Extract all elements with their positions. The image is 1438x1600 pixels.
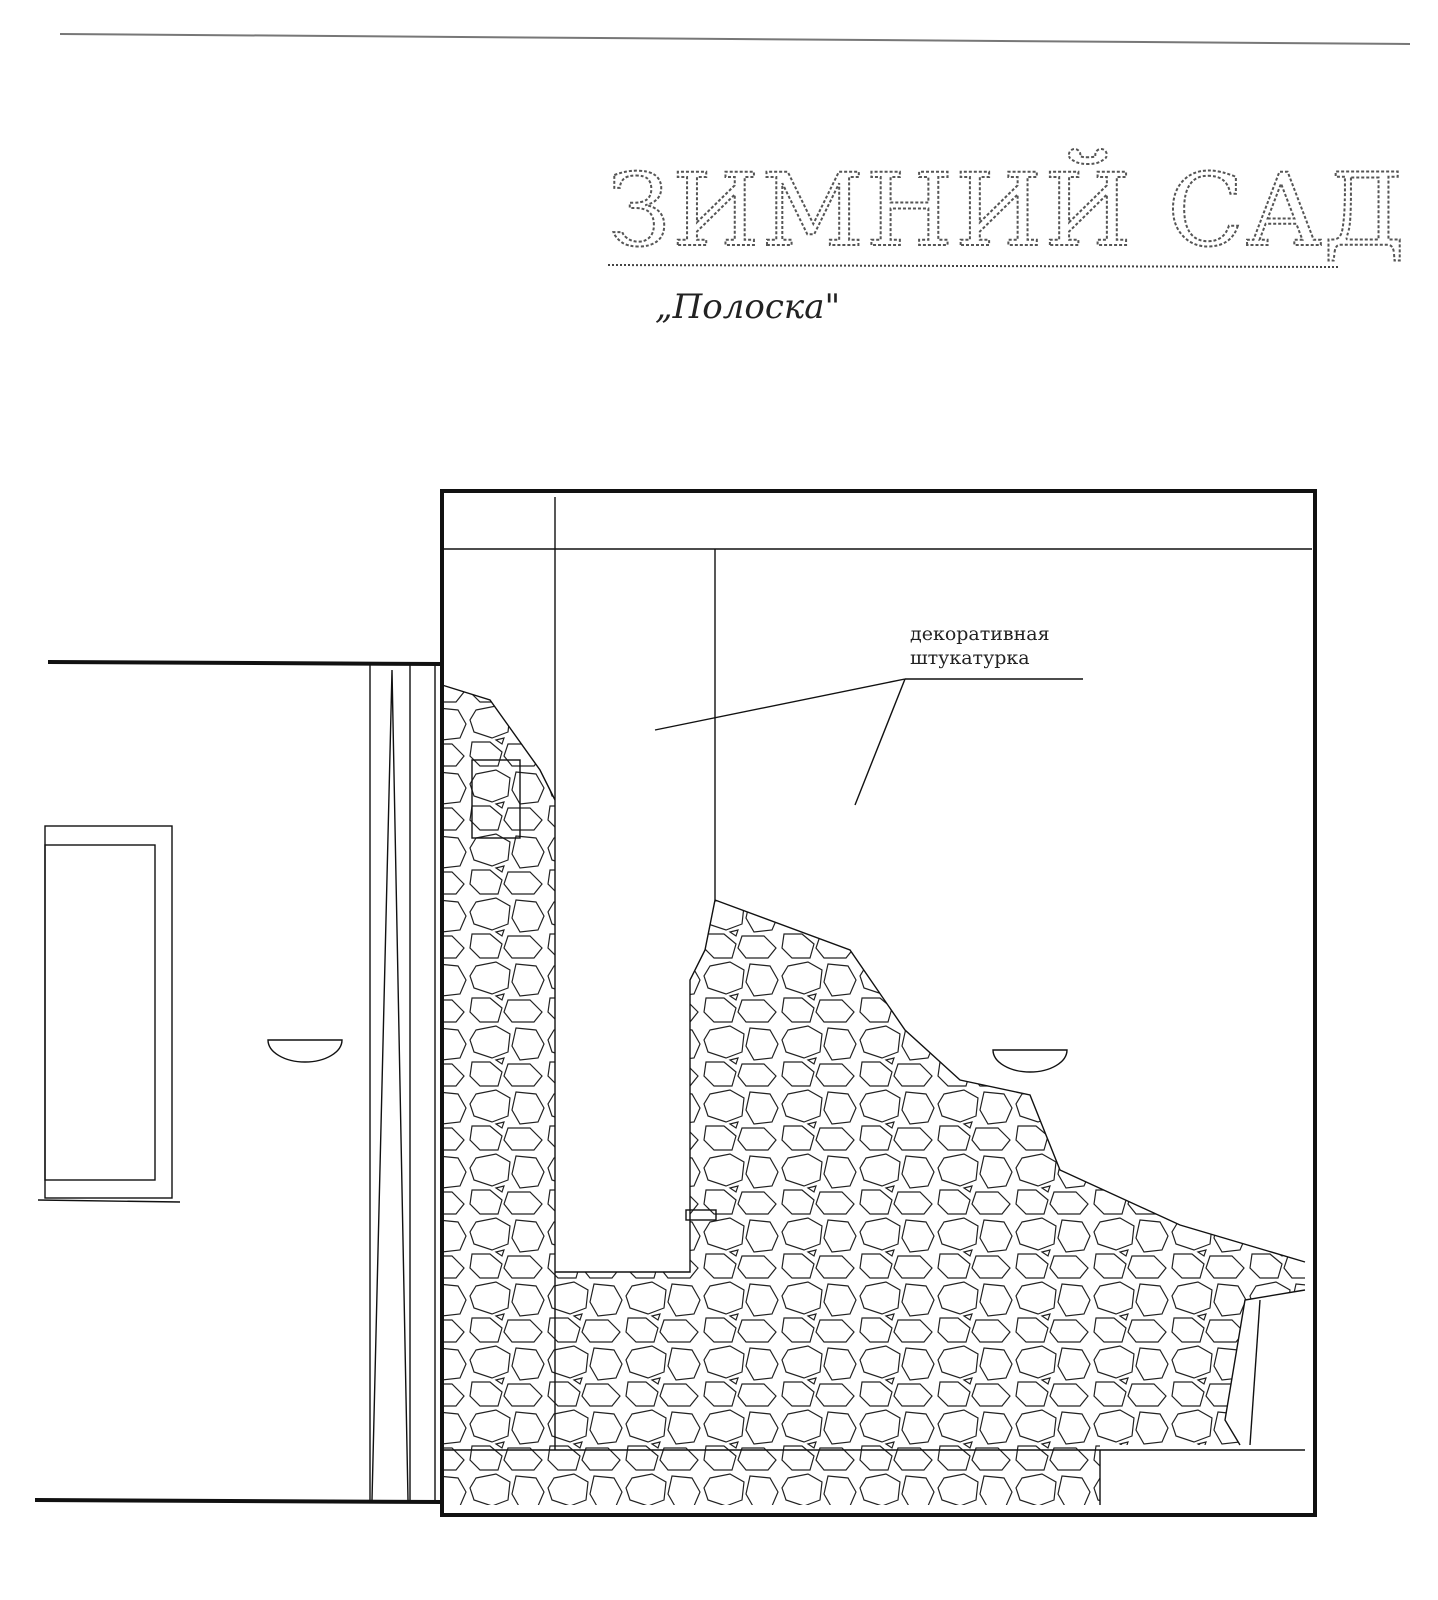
bench-inner [1249, 1299, 1261, 1446]
top-border-line [59, 33, 1411, 45]
stone-edge-right [714, 899, 1306, 1263]
window-sill [37, 1199, 181, 1203]
wall-lamp-icon [267, 1039, 343, 1063]
drawing-subtitle: „Полоска" [655, 287, 840, 327]
leader-line [654, 678, 906, 731]
small-niche [471, 759, 521, 839]
window-frame-outer [44, 825, 173, 1199]
stone-cladding [442, 685, 1305, 1505]
leader-line [854, 678, 906, 806]
drawing-title: ЗИМНИЙ САД 11 [608, 150, 1438, 269]
wall-outline [440, 489, 1317, 1517]
curtain-drape [371, 669, 409, 1501]
outlet [685, 1209, 717, 1221]
annotation-line-2: штукатурка [910, 647, 1030, 669]
window-frame-inner [44, 844, 156, 1181]
wall-lamp-icon [992, 1049, 1068, 1073]
left-wall-top [47, 660, 443, 666]
bench [1224, 1289, 1306, 1446]
stone-edge-left [441, 684, 556, 801]
pillar-outline [555, 899, 716, 1273]
annotation-line-1: декоративная [910, 623, 1050, 645]
left-wall-floor [34, 1498, 443, 1504]
